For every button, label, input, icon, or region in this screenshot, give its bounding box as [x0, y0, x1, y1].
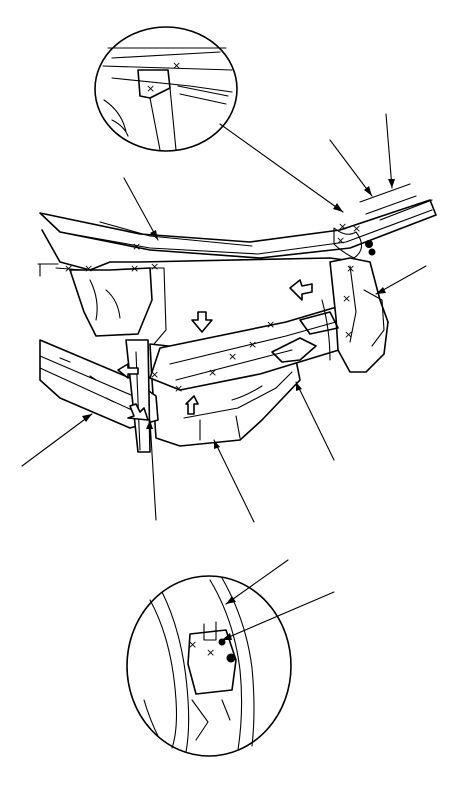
weld-mark: × — [206, 646, 215, 659]
weld-marks-main: × × × × × × × × × × × × × × × × × — [64, 220, 361, 395]
spot-weld-dot — [368, 248, 376, 256]
weld-mark: × — [146, 82, 155, 95]
leader-lines — [21, 113, 427, 523]
svg-text:×: × — [228, 350, 237, 363]
direction-arrows — [117, 279, 313, 421]
weld-mark: × — [172, 59, 181, 72]
leader-arrowhead — [333, 203, 343, 212]
svg-text:×: × — [346, 262, 355, 275]
spot-weld-dot — [218, 638, 226, 646]
svg-text:×: × — [174, 382, 183, 395]
svg-text:×: × — [336, 234, 345, 247]
svg-text:×: × — [208, 366, 217, 379]
svg-text:×: × — [266, 318, 275, 331]
svg-text:×: × — [130, 262, 139, 275]
svg-text:×: × — [132, 240, 141, 253]
svg-text:×: × — [338, 220, 347, 233]
svg-text:×: × — [342, 292, 351, 305]
svg-text:×: × — [84, 262, 93, 275]
svg-text:×: × — [64, 262, 73, 275]
svg-text:×: × — [150, 368, 159, 381]
detail-view-top: × × — [94, 26, 238, 152]
detail-view-bottom: × × — [126, 575, 292, 757]
svg-text:×: × — [150, 260, 159, 273]
svg-text:×: × — [344, 328, 353, 341]
weld-mark: × — [188, 638, 197, 651]
leader-line — [219, 123, 344, 213]
spot-weld-dot — [365, 240, 373, 248]
bottom-leaders — [221, 559, 335, 641]
svg-text:×: × — [352, 222, 361, 235]
main-assembly: × × × × × × × × × × × × × × × × × — [37, 183, 437, 453]
spot-weld-dot — [226, 653, 236, 663]
svg-text:×: × — [248, 338, 257, 351]
